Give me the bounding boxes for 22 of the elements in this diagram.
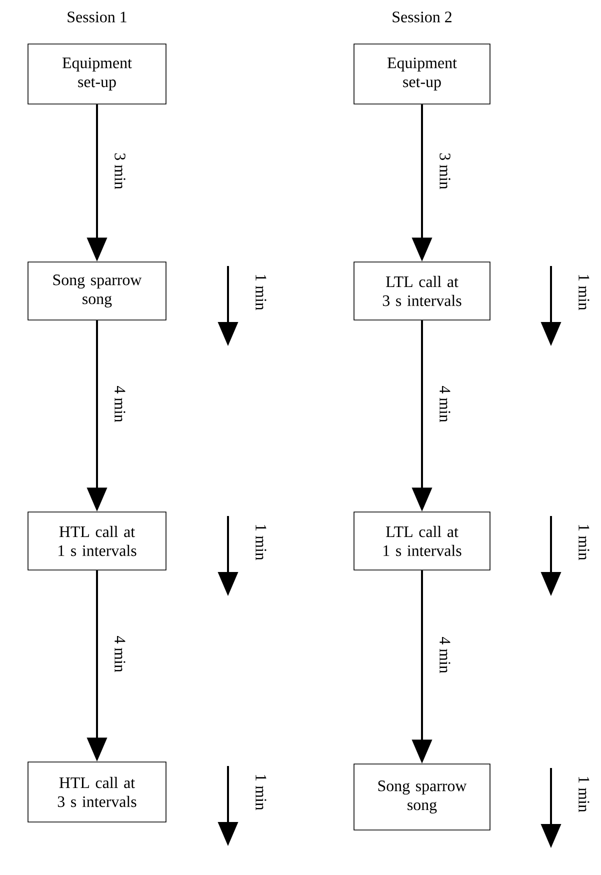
session-heading: Session 1 bbox=[68, 12, 126, 22]
process-box: Equipment set-up bbox=[28, 44, 166, 104]
edge-label: 4 min bbox=[114, 634, 126, 674]
edge-label: 4 min bbox=[438, 384, 452, 424]
process-box: HTL call at 3 s intervals bbox=[28, 762, 166, 822]
process-box: LTL call at 3 s intervals bbox=[354, 262, 490, 320]
edge-label: 3 min bbox=[438, 152, 452, 190]
edge-label: 4 min bbox=[114, 384, 126, 424]
duration-label: 1 min bbox=[256, 775, 266, 810]
process-box: Equipment set-up bbox=[354, 44, 490, 104]
edge-label: 3 min bbox=[114, 152, 126, 190]
duration-label: 1 min bbox=[578, 777, 590, 812]
duration-label: 1 min bbox=[256, 525, 266, 560]
process-box: Song sparrow song bbox=[28, 262, 166, 320]
process-box: Song sparrow song bbox=[354, 764, 490, 830]
duration-label: 1 min bbox=[578, 525, 590, 560]
process-box: HTL call at 1 s intervals bbox=[28, 512, 166, 570]
edge-label: 4 min bbox=[438, 636, 452, 674]
session-heading: Session 2 bbox=[392, 12, 452, 22]
duration-label: 1 min bbox=[578, 275, 590, 310]
process-box: LTL call at 1 s intervals bbox=[354, 512, 490, 570]
duration-label: 1 min bbox=[256, 275, 266, 310]
